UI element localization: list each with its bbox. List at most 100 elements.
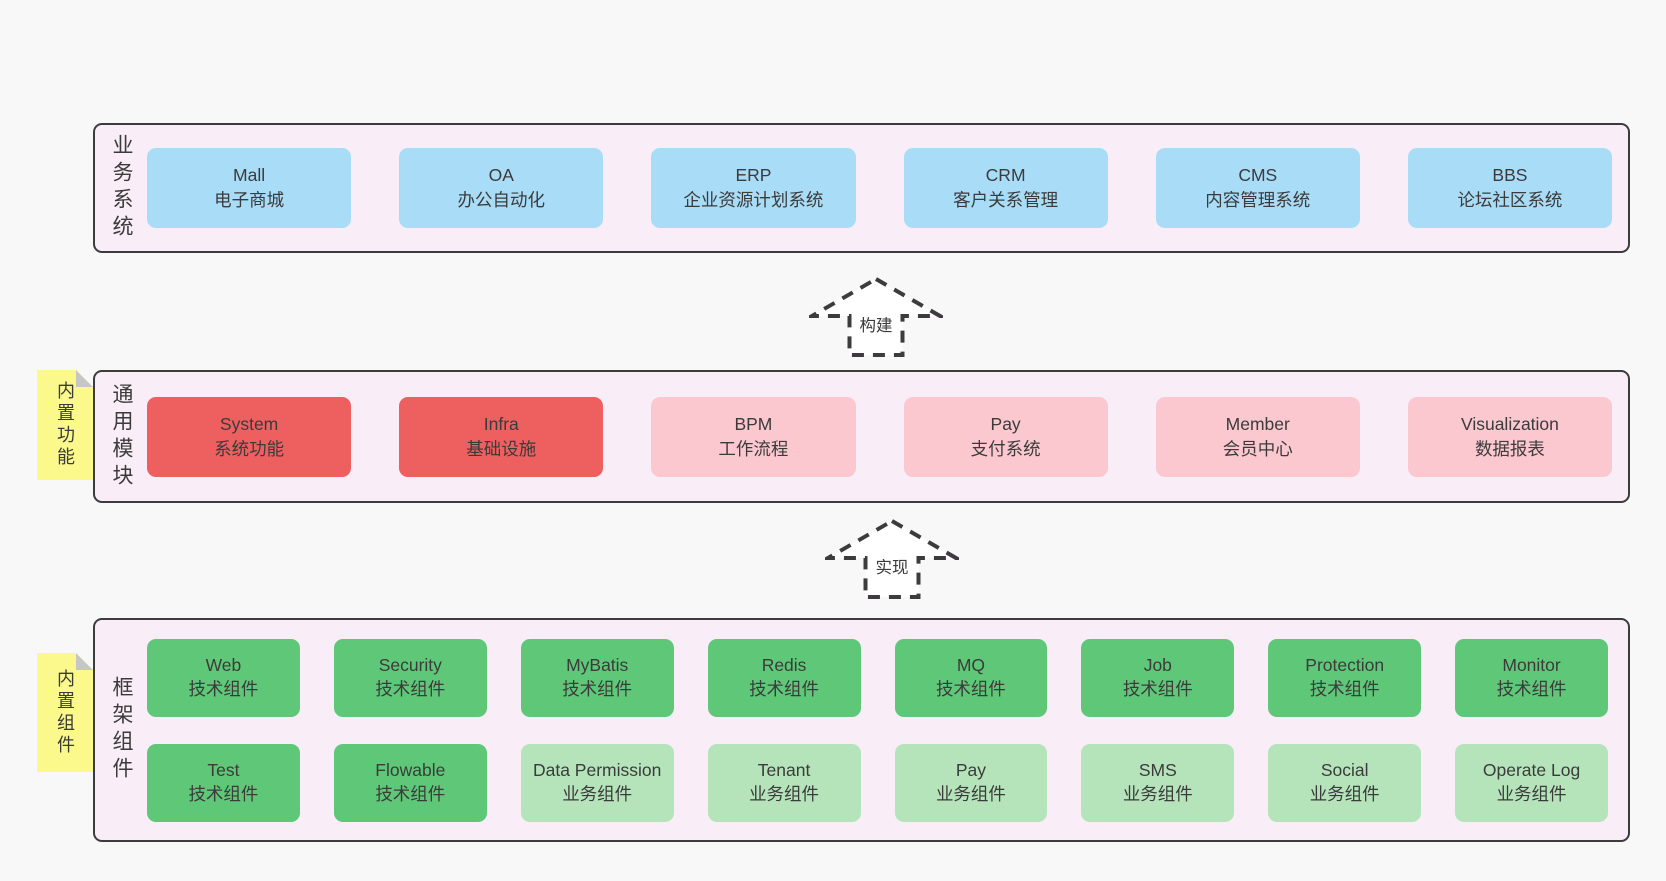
box-subtitle: 技术组件 — [1309, 678, 1380, 699]
box-title: Redis — [761, 654, 807, 675]
box-redis: Redis 技术组件 — [707, 638, 861, 717]
box-title: CRM — [985, 165, 1026, 186]
box-test: Test 技术组件 — [147, 743, 300, 822]
build-arrow-label: 构建 — [855, 312, 897, 336]
box-title: OA — [488, 165, 514, 186]
box-subtitle: 业务组件 — [1309, 783, 1380, 804]
box-pay-system: Pay 支付系统 — [903, 396, 1108, 477]
box-crm: CRM 客户关系管理 — [903, 148, 1108, 228]
framework-row-1: Web 技术组件 Security 技术组件 MyBatis 技术组件 Redi… — [147, 638, 1608, 717]
box-title: SMS — [1138, 759, 1177, 780]
box-title: System — [219, 413, 279, 434]
box-security: Security 技术组件 — [333, 638, 487, 717]
box-erp: ERP 企业资源计划系统 — [651, 148, 856, 228]
box-title: Test — [207, 759, 240, 780]
box-subtitle: 内容管理系统 — [1205, 190, 1311, 210]
band-label-framework-components: 框架组件 — [110, 676, 133, 784]
box-subtitle: 工作流程 — [718, 438, 789, 459]
box-subtitle: 业务组件 — [1122, 783, 1193, 804]
box-title: CMS — [1238, 165, 1278, 186]
box-cms: CMS 内容管理系统 — [1155, 148, 1360, 228]
box-subtitle: 办公自动化 — [457, 190, 546, 210]
box-title: Member — [1225, 413, 1290, 434]
box-subtitle: 会员中心 — [1222, 438, 1293, 459]
box-subtitle: 技术组件 — [749, 678, 820, 699]
box-bpm: BPM 工作流程 — [651, 396, 856, 477]
box-data-permission: Data Permission 业务组件 — [520, 743, 674, 822]
box-bbs: BBS 论坛社区系统 — [1407, 148, 1613, 228]
box-subtitle: 技术组件 — [1122, 678, 1193, 699]
box-title: ERP — [735, 165, 772, 186]
box-subtitle: 业务组件 — [1496, 783, 1567, 804]
box-title: Mall — [233, 165, 266, 186]
box-title: Social — [1320, 759, 1369, 780]
box-subtitle: 支付系统 — [970, 438, 1041, 459]
box-title: Pay — [955, 759, 987, 780]
framework-row-2: Test 技术组件 Flowable 技术组件 Data Permission … — [147, 743, 1608, 822]
box-subtitle: 业务组件 — [562, 783, 633, 804]
box-title: MQ — [956, 654, 986, 675]
band-boxes-business-systems: Mall 电子商城 OA 办公自动化 ERP 企业资源计划系统 CRM 客户关系… — [147, 125, 1613, 251]
box-job: Job 技术组件 — [1081, 638, 1235, 717]
band-common-modules: 通用模块 System 系统功能 Infra 基础设施 BPM 工作流程 Pay… — [93, 370, 1630, 503]
box-subtitle: 技术组件 — [935, 678, 1006, 699]
box-title: Infra — [483, 413, 519, 434]
box-oa: OA 办公自动化 — [399, 148, 604, 228]
box-title: Visualization — [1460, 413, 1559, 434]
box-title: Web — [205, 654, 242, 675]
folded-corner-icon — [76, 653, 93, 670]
band-boxes-framework-components: Web 技术组件 Security 技术组件 MyBatis 技术组件 Redi… — [147, 620, 1608, 840]
box-member: Member 会员中心 — [1155, 396, 1360, 477]
box-title: BBS — [1492, 165, 1528, 186]
box-visualization: Visualization 数据报表 — [1407, 396, 1613, 477]
box-monitor: Monitor 技术组件 — [1455, 638, 1608, 717]
box-title: Protection — [1305, 654, 1385, 675]
box-subtitle: 业务组件 — [935, 783, 1006, 804]
band-framework-components: 框架组件 Web 技术组件 Security 技术组件 MyBatis 技术组件… — [93, 618, 1630, 842]
box-mall: Mall 电子商城 — [147, 148, 352, 228]
sticky-note-builtin-components: 内置组件 — [37, 653, 93, 772]
box-subtitle: 论坛社区系统 — [1457, 190, 1563, 210]
folded-corner-icon — [76, 370, 93, 387]
box-subtitle: 技术组件 — [1496, 678, 1567, 699]
box-title: Data Permission — [532, 759, 662, 780]
build-arrow: 构建 — [809, 276, 943, 358]
box-subtitle: 技术组件 — [562, 678, 633, 699]
box-title: Monitor — [1502, 654, 1561, 675]
box-subtitle: 企业资源计划系统 — [683, 190, 824, 210]
box-tenant: Tenant 业务组件 — [707, 743, 861, 822]
implement-arrow: 实现 — [825, 518, 959, 600]
box-operate-log: Operate Log 业务组件 — [1455, 743, 1608, 822]
band-label-business-systems: 业务系统 — [110, 134, 133, 242]
box-title: Operate Log — [1482, 759, 1581, 780]
box-mybatis: MyBatis 技术组件 — [520, 638, 674, 717]
box-flowable: Flowable 技术组件 — [333, 743, 487, 822]
box-subtitle: 客户关系管理 — [953, 190, 1059, 210]
box-web: Web 技术组件 — [147, 638, 300, 717]
box-title: Tenant — [757, 759, 811, 780]
sticky-label: 内置组件 — [55, 668, 75, 757]
box-title: Security — [378, 654, 442, 675]
box-social: Social 业务组件 — [1268, 743, 1422, 822]
box-title: MyBatis — [566, 654, 629, 675]
band-label-common-modules: 通用模块 — [110, 382, 133, 491]
box-title: Job — [1143, 654, 1172, 675]
box-infra: Infra 基础设施 — [399, 396, 604, 477]
box-subtitle: 电子商城 — [214, 190, 285, 210]
sticky-label: 内置功能 — [55, 381, 75, 469]
box-protection: Protection 技术组件 — [1268, 638, 1422, 717]
box-subtitle: 技术组件 — [375, 678, 446, 699]
sticky-note-builtin-features: 内置功能 — [37, 370, 93, 480]
box-subtitle: 系统功能 — [214, 438, 285, 459]
band-boxes-common-modules: System 系统功能 Infra 基础设施 BPM 工作流程 Pay 支付系统… — [147, 372, 1613, 501]
box-title: BPM — [734, 413, 773, 434]
box-subtitle: 业务组件 — [749, 783, 820, 804]
box-title: Pay — [990, 413, 1021, 434]
box-subtitle: 技术组件 — [188, 783, 259, 804]
box-mq: MQ 技术组件 — [894, 638, 1048, 717]
box-sms: SMS 业务组件 — [1081, 743, 1235, 822]
implement-arrow-label: 实现 — [871, 554, 913, 578]
box-pay-component: Pay 业务组件 — [894, 743, 1048, 822]
box-system: System 系统功能 — [147, 396, 352, 477]
